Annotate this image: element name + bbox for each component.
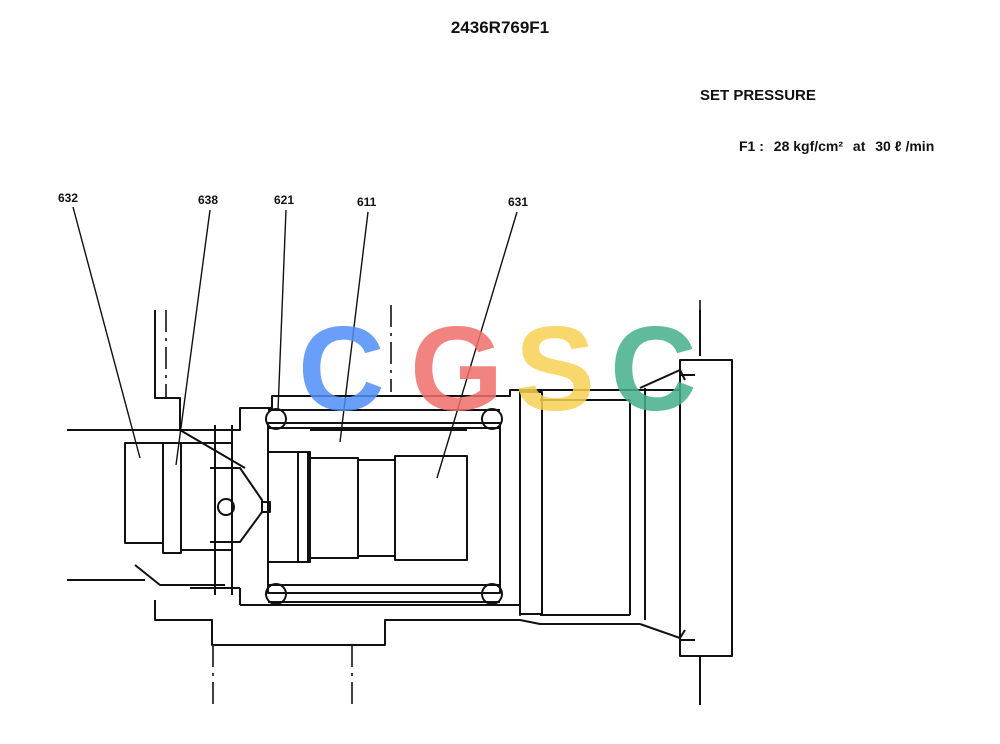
leader-lines bbox=[72, 206, 518, 479]
pressure-value: 28 kgf/cm² bbox=[773, 138, 844, 154]
callout-611: 611 bbox=[357, 195, 377, 209]
at-word: at bbox=[852, 138, 866, 154]
callout-632: 632 bbox=[58, 191, 79, 205]
left-pipe-lines bbox=[67, 429, 145, 581]
callout-621: 621 bbox=[274, 193, 295, 207]
set-pressure-heading: SET PRESSURE bbox=[700, 87, 816, 104]
callout-631: 631 bbox=[508, 195, 529, 209]
watermark-letter-c1: C bbox=[298, 302, 385, 436]
watermark: C G S C bbox=[298, 302, 697, 436]
flow-value: 30 ℓ /min bbox=[875, 138, 935, 154]
housing-lower-outline bbox=[154, 600, 640, 646]
spool-611 bbox=[267, 422, 501, 594]
port-label: F1 : bbox=[739, 138, 764, 154]
poppet bbox=[210, 467, 271, 543]
callout-638: 638 bbox=[198, 193, 219, 207]
pressure-spec: F1 : 28 kgf/cm² at 30 ℓ /min bbox=[739, 138, 940, 154]
watermark-letter-s: S bbox=[515, 302, 595, 436]
drawing-number-title: 2436R769F1 bbox=[450, 18, 550, 37]
watermark-letter-g: G bbox=[410, 302, 503, 436]
watermark-letter-c2: C bbox=[610, 302, 697, 436]
right-port-block bbox=[519, 310, 733, 705]
housing-outline bbox=[154, 310, 650, 431]
left-cap-632 bbox=[124, 429, 246, 586]
